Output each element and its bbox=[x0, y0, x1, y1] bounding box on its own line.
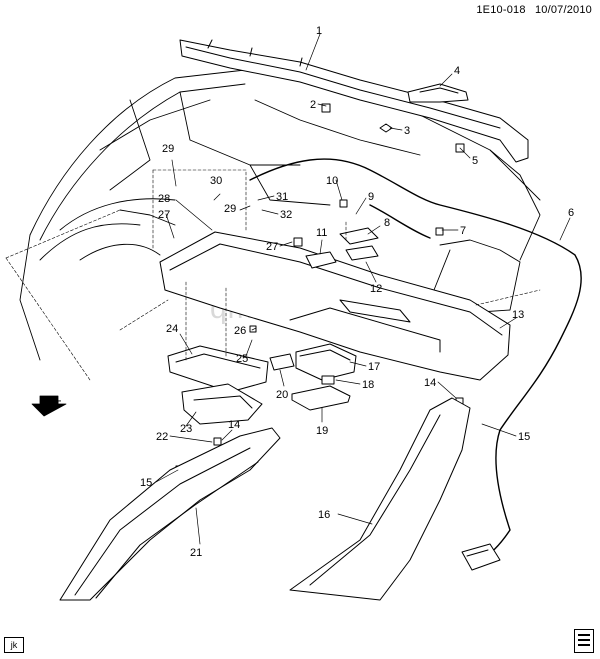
callout-31: 31 bbox=[276, 191, 288, 203]
callout-32: 32 bbox=[280, 209, 292, 221]
callout-8: 8 bbox=[384, 217, 390, 229]
callout-9: 9 bbox=[368, 191, 374, 203]
b-pillar-trim-right bbox=[289, 397, 471, 601]
diagram-date: 10/07/2010 bbox=[534, 4, 592, 16]
roof-rail-trim bbox=[179, 39, 529, 163]
callout-3: 3 bbox=[404, 125, 410, 137]
front-label: FRT bbox=[40, 399, 61, 411]
callout-labels: 1 2 3 4 5 6 7 8 9 10 11 12 13 14 14 15 1… bbox=[140, 25, 574, 559]
harness-connector bbox=[461, 543, 501, 571]
callout-13: 13 bbox=[512, 309, 524, 321]
a-pillar-trim-left bbox=[59, 427, 281, 601]
callout-30: 30 bbox=[210, 175, 222, 187]
callout-27-left: 27 bbox=[158, 209, 170, 221]
callout-27-right: 27 bbox=[266, 241, 278, 253]
document-icon bbox=[574, 629, 594, 653]
diagram-code: 1E10-018 bbox=[476, 4, 526, 16]
dome-lamp bbox=[269, 343, 357, 411]
callout-15-left: 15 bbox=[140, 477, 152, 489]
callout-25: 25 bbox=[236, 353, 248, 365]
callout-29-top: 29 bbox=[162, 143, 174, 155]
callout-12: 12 bbox=[370, 283, 382, 295]
corner-tag: jk bbox=[4, 637, 24, 653]
callout-28: 28 bbox=[158, 193, 170, 205]
callout-4: 4 bbox=[454, 65, 460, 77]
console-pieces bbox=[305, 227, 379, 269]
guide-lines bbox=[5, 169, 541, 381]
callout-11: 11 bbox=[316, 227, 327, 239]
callout-6: 6 bbox=[568, 207, 574, 219]
callout-17: 17 bbox=[368, 361, 380, 373]
callout-26: 26 bbox=[234, 325, 246, 337]
callout-18: 18 bbox=[362, 379, 374, 391]
console-cover bbox=[167, 345, 269, 425]
front-arrow: FRT bbox=[31, 395, 67, 417]
callout-16: 16 bbox=[318, 509, 330, 521]
leader-lines bbox=[155, 33, 571, 545]
callout-15-right: 15 bbox=[518, 431, 530, 443]
callout-21: 21 bbox=[190, 547, 202, 559]
callout-7: 7 bbox=[460, 225, 466, 237]
callout-1: 1 bbox=[316, 25, 322, 37]
wiring-harness bbox=[249, 158, 582, 561]
diagram-header: 1E10-018 10/07/2010 bbox=[470, 4, 592, 16]
grab-handle bbox=[407, 83, 469, 103]
callout-2: 2 bbox=[310, 99, 316, 111]
callout-5: 5 bbox=[472, 155, 478, 167]
callout-22: 22 bbox=[156, 431, 168, 443]
callout-14-right: 14 bbox=[424, 377, 436, 389]
callout-24: 24 bbox=[166, 323, 178, 335]
overhead-console bbox=[159, 231, 511, 381]
callout-19: 19 bbox=[316, 425, 328, 437]
callout-20: 20 bbox=[276, 389, 288, 401]
callout-23: 23 bbox=[180, 423, 192, 435]
callout-14-left: 14 bbox=[228, 419, 240, 431]
callout-29-mid: 29 bbox=[224, 203, 236, 215]
callout-10: 10 bbox=[326, 175, 338, 187]
